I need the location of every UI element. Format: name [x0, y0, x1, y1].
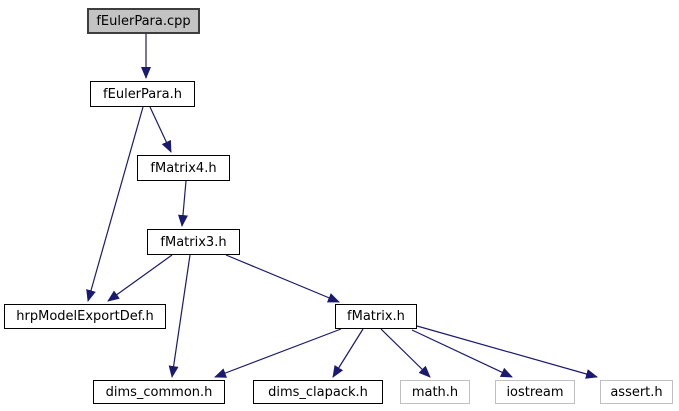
node-label: dims_common.h [105, 384, 213, 400]
edge-fMatrix.h-to-dims_clapack.h [332, 328, 364, 378]
node-label: dims_clapack.h [268, 384, 368, 400]
node-fMatrix3.h[interactable]: fMatrix3.h [147, 229, 240, 255]
node-label: fMatrix4.h [150, 160, 217, 176]
edge-fMatrix.h-to-math.h [380, 328, 431, 378]
node-label: iostream [506, 384, 564, 400]
edge-fEulerPara.h-to-fMatrix4.h [149, 106, 172, 153]
node-math.h: math.h [400, 380, 470, 404]
node-dims_clapack.h[interactable]: dims_clapack.h [253, 380, 383, 404]
node-label: fEulerPara.h [103, 86, 182, 102]
node-fEulerPara.h[interactable]: fEulerPara.h [90, 81, 195, 107]
node-fEulerPara.cpp: fEulerPara.cpp [87, 8, 200, 34]
edge-fMatrix4.h-to-fMatrix3.h [177, 180, 188, 227]
edge-fMatrix3.h-to-dims_common.h [168, 254, 191, 378]
node-fMatrix4.h[interactable]: fMatrix4.h [137, 155, 230, 181]
node-fMatrix.h[interactable]: fMatrix.h [335, 304, 417, 329]
edge-group [86, 34, 598, 379]
node-label: math.h [411, 384, 459, 400]
node-label: fMatrix3.h [160, 234, 227, 250]
edge-fMatrix.h-to-iostream [411, 329, 513, 378]
node-label: assert.h [610, 384, 663, 400]
edge-fEulerPara.h-to-hrpModelExportDef.h [86, 106, 144, 302]
node-label: hrpModelExportDef.h [16, 309, 154, 324]
node-label: fEulerPara.cpp [96, 13, 191, 29]
node-hrpModelExportDef.h[interactable]: hrpModelExportDef.h [4, 304, 166, 329]
node-dims_common.h[interactable]: dims_common.h [93, 380, 225, 404]
edge-fMatrix.h-to-assert.h [416, 325, 598, 379]
edge-fMatrix3.h-to-hrpModelExportDef.h [107, 254, 173, 302]
edge-fMatrix3.h-to-fMatrix.h [225, 254, 340, 303]
node-assert.h: assert.h [600, 380, 673, 404]
node-label: fMatrix.h [347, 309, 405, 324]
edge-fMatrix.h-to-dims_common.h [214, 328, 342, 378]
node-iostream: iostream [495, 380, 575, 404]
